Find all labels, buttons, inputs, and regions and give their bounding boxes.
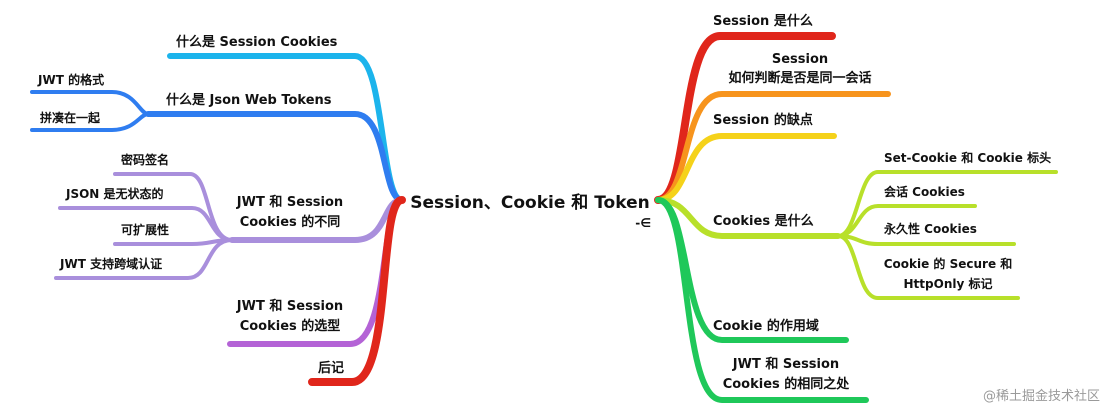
collapse-marker[interactable]: -∈ <box>635 216 651 230</box>
topic-session-drawbacks: Session 的缺点 <box>713 112 813 128</box>
topic-what-session-cookies: 什么是 Session Cookies <box>176 34 338 50</box>
branch-what-jwt <box>145 111 405 203</box>
topic-jwt-diff-line1: JWT 和 Session <box>236 194 343 210</box>
watermark: @稀土掘金技术社区 <box>983 388 1100 404</box>
topic-cookie-scope: Cookie 的作用域 <box>713 318 819 334</box>
topic-same-points-line2: Cookies 的相同之处 <box>723 376 851 392</box>
topic-cross-domain: JWT 支持跨域认证 <box>59 256 162 271</box>
topic-jwt-select-line2: Cookies 的选型 <box>240 318 341 334</box>
topic-jwt-diff-line2: Cookies 的不同 <box>240 214 341 230</box>
branch-what-session-cookies <box>167 53 405 203</box>
topic-same-session-line2: 如何判断是否是同一会话 <box>728 70 871 86</box>
topic-persistent-cookies: 永久性 Cookies <box>883 221 977 236</box>
topic-signature: 密码签名 <box>121 152 169 167</box>
branch-cross-domain <box>54 238 234 280</box>
topic-secure-line1: Cookie 的 Secure 和 <box>884 256 1013 271</box>
root-topic: Session、Cookie 和 Token <box>410 193 649 213</box>
topic-same-points-line1: JWT 和 Session <box>732 356 839 372</box>
branch-jwt-concat <box>30 112 150 132</box>
branch-what-cookies <box>655 197 841 239</box>
branch-same-session <box>655 91 891 203</box>
topic-what-session: Session 是什么 <box>713 13 813 29</box>
branch-postscript <box>308 196 406 386</box>
topic-secure-line2: HttpOnly 标记 <box>904 276 993 291</box>
topic-session-cookies: 会话 Cookies <box>884 184 965 199</box>
branch-persistent-cookies <box>836 234 1016 246</box>
topic-jwt-format: JWT 的格式 <box>37 72 104 87</box>
topic-what-cookies: Cookies 是什么 <box>713 213 814 229</box>
topic-stateless: JSON 是无状态的 <box>65 186 164 201</box>
topic-scalable: 可扩展性 <box>121 222 169 237</box>
branch-same-points <box>655 197 869 403</box>
topic-postscript: 后记 <box>318 360 344 376</box>
topic-set-cookie-header: Set-Cookie 和 Cookie 标头 <box>884 150 1051 165</box>
branch-scalable <box>113 238 234 246</box>
branch-secure-httponly <box>836 234 1020 300</box>
topic-same-session-line1: Session <box>772 52 828 67</box>
topic-what-jwt: 什么是 Json Web Tokens <box>166 92 332 108</box>
topic-jwt-concat: 拼凑在一起 <box>40 110 101 125</box>
topic-jwt-select-line1: JWT 和 Session <box>236 298 343 314</box>
branch-session-drawbacks <box>655 133 837 203</box>
